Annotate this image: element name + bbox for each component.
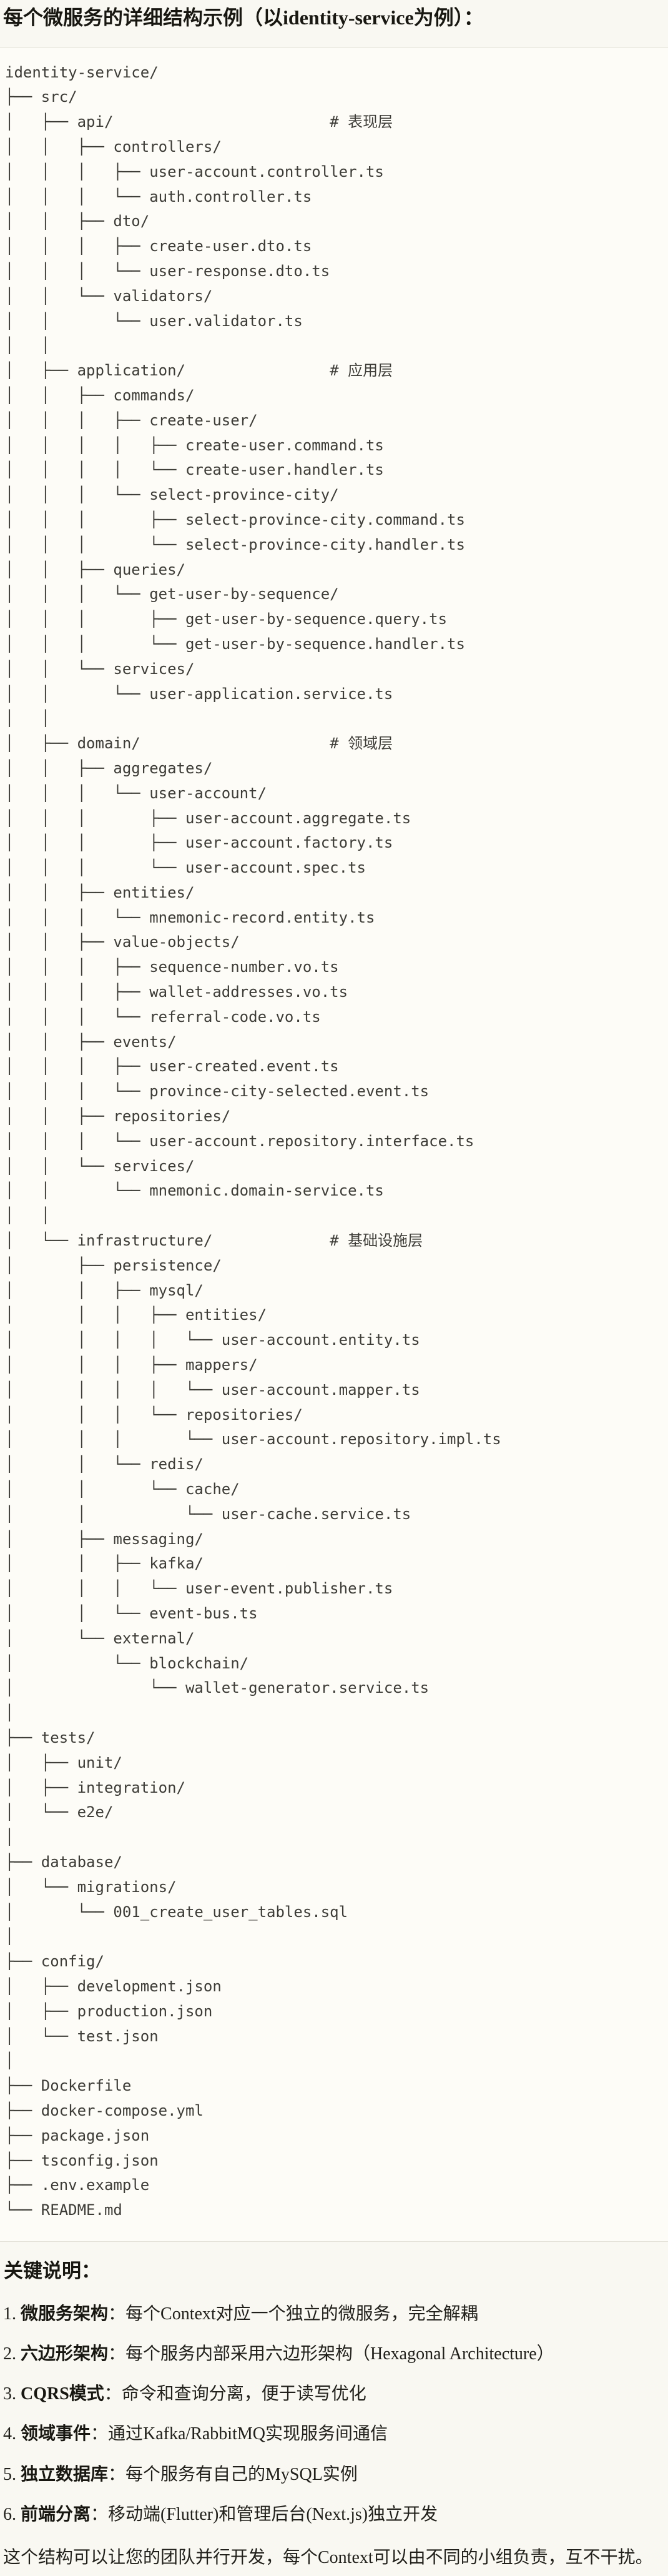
note-text: ：通过Kafka/RabbitMQ实现服务间通信 [91, 2424, 388, 2444]
notes-title: 关键说明： [4, 2259, 101, 2282]
note-number: 6. [3, 2504, 16, 2524]
directory-tree-text: identity-service/ ├── src/ │ ├── api/ # … [5, 63, 501, 2219]
note-text: ：命令和查询分离，便于读写优化 [104, 2384, 366, 2404]
note-text: ：移动端(Flutter)和管理后台(Next.js)独立开发 [91, 2504, 438, 2524]
note-item-3: 3.CQRS模式：命令和查询分离，便于读写优化 [0, 2384, 668, 2404]
page-title: 每个微服务的详细结构示例（以identity-service为例）： [3, 6, 484, 29]
note-item-2: 2.六边形架构：每个服务内部采用六边形架构（Hexagonal Architec… [0, 2344, 668, 2364]
note-text: ：每个服务内部采用六边形架构（Hexagonal Architecture） [108, 2344, 554, 2364]
note-number: 5. [3, 2464, 16, 2484]
note-number: 4. [3, 2424, 16, 2444]
notes-list: 1.微服务架构：每个Context对应一个独立的微服务，完全解耦 2.六边形架构… [0, 2304, 668, 2525]
note-number: 2. [3, 2344, 16, 2364]
note-label: 独立数据库 [21, 2464, 109, 2484]
note-text: ：每个服务有自己的MySQL实例 [108, 2464, 358, 2484]
note-number: 3. [3, 2384, 16, 2404]
note-text: ：每个Context对应一个独立的微服务，完全解耦 [108, 2304, 478, 2324]
note-label: CQRS模式 [21, 2384, 104, 2404]
note-item-1: 1.微服务架构：每个Context对应一个独立的微服务，完全解耦 [0, 2304, 668, 2324]
note-label: 前端分离 [21, 2504, 91, 2524]
note-item-6: 6.前端分离：移动端(Flutter)和管理后台(Next.js)独立开发 [0, 2505, 668, 2525]
note-item-4: 4.领域事件：通过Kafka/RabbitMQ实现服务间通信 [0, 2424, 668, 2444]
note-number: 1. [3, 2304, 16, 2324]
note-label: 领域事件 [21, 2424, 91, 2444]
directory-tree-code-block: identity-service/ ├── src/ │ ├── api/ # … [0, 47, 668, 2242]
closing-paragraph: 这个结构可以让您的团队并行开发，每个Context可以由不同的小组负责，互不干扰… [3, 2548, 653, 2568]
note-label: 微服务架构 [21, 2304, 109, 2324]
note-label: 六边形架构 [21, 2344, 109, 2364]
note-item-5: 5.独立数据库：每个服务有自己的MySQL实例 [0, 2465, 668, 2485]
